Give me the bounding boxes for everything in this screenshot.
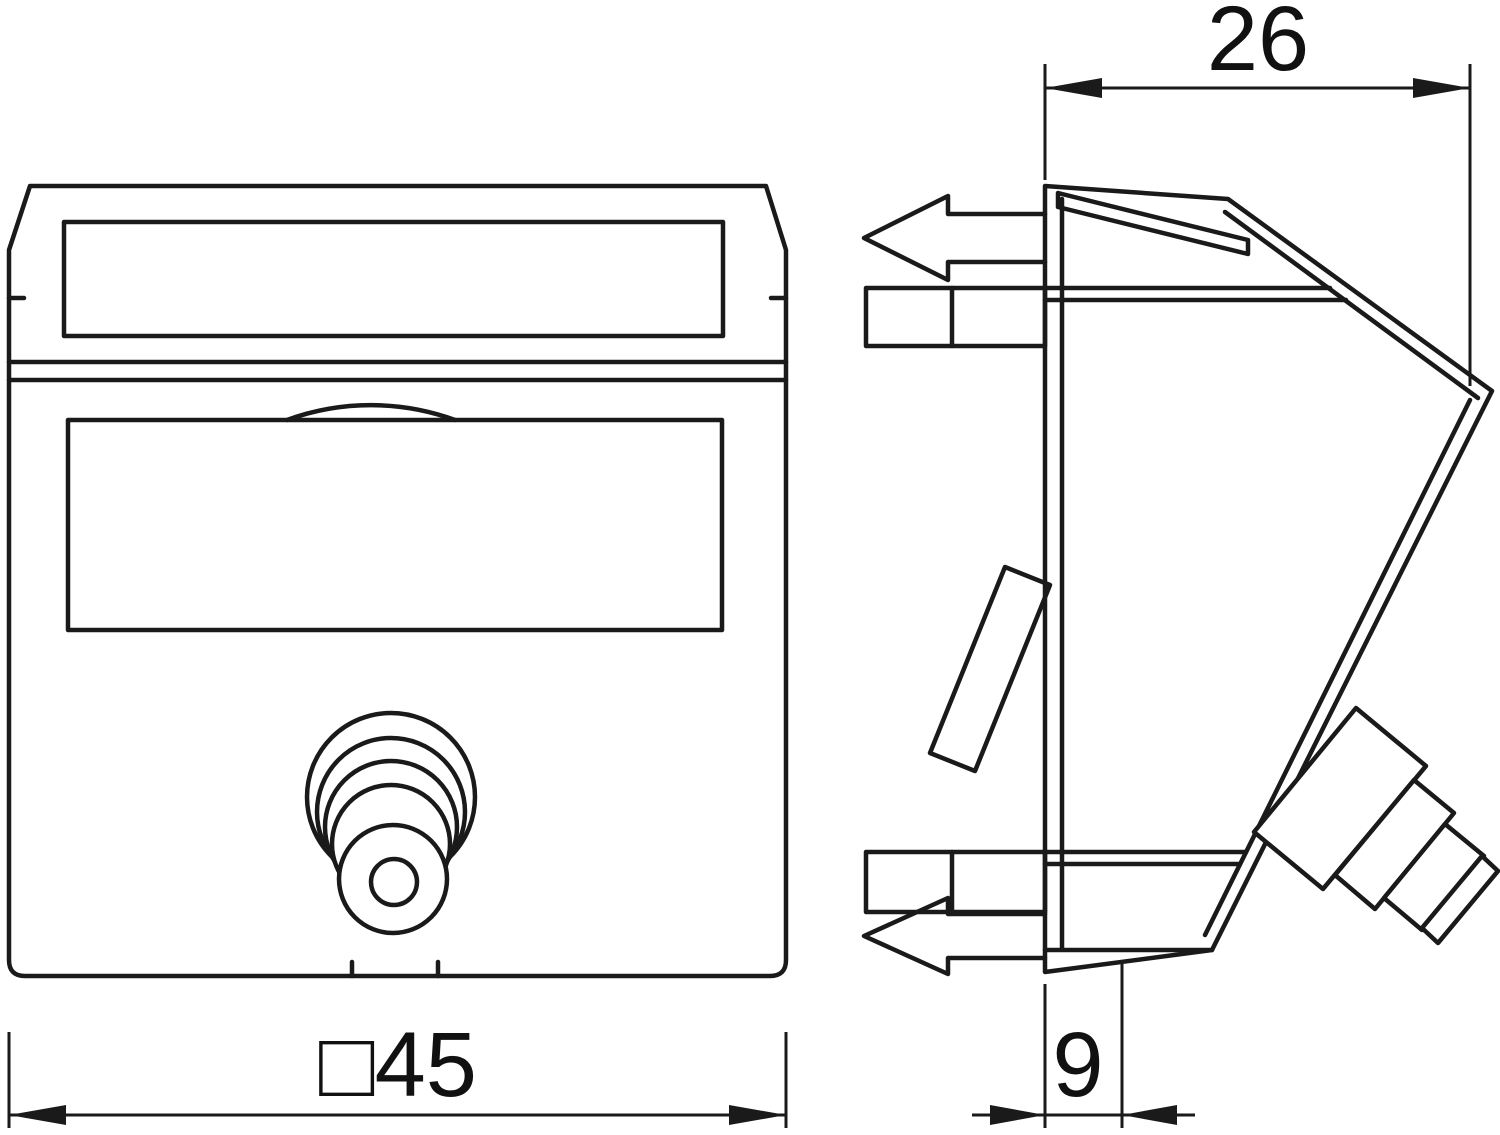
faceplate-outline xyxy=(6,183,789,979)
dimension-label-front-size: □45 xyxy=(319,1014,477,1116)
arrowhead-right xyxy=(1122,1105,1177,1125)
module-window xyxy=(65,417,725,633)
arrowhead-right xyxy=(1413,78,1470,98)
dimension-front-size: □45 xyxy=(7,1014,788,1128)
barrel-end-cap xyxy=(1419,853,1500,946)
top-mounting-tab xyxy=(863,285,1048,349)
arrowhead-left xyxy=(990,1105,1045,1125)
barrel-segment-2 xyxy=(1332,777,1457,912)
arrowhead-left xyxy=(1045,78,1102,98)
bottom-claw xyxy=(861,895,1048,977)
side-view: 26 9 xyxy=(861,0,1500,1128)
finger-notch-arc xyxy=(284,402,458,423)
arrowhead-right xyxy=(729,1105,786,1125)
dimension-mount-depth: 9 xyxy=(972,962,1195,1128)
side-profile-outline xyxy=(1042,183,1495,975)
front-view: □45 xyxy=(6,183,789,1128)
lateral-fixing-lug xyxy=(927,564,1053,774)
dimension-label-mount-depth: 9 xyxy=(1052,1014,1103,1116)
dimension-label-total-depth: 26 xyxy=(1207,0,1309,90)
top-claw xyxy=(861,193,1048,283)
coax-socket-front xyxy=(304,710,478,936)
label-window-edge xyxy=(1055,190,1251,257)
top-face-inner-line xyxy=(1222,209,1481,401)
socket-bore xyxy=(368,856,420,908)
coax-socket-side xyxy=(1251,705,1500,946)
dimension-total-depth: 26 xyxy=(1043,0,1472,386)
angled-face-inner-line xyxy=(1202,397,1473,938)
bottom-mounting-tab xyxy=(863,849,1048,915)
arrowhead-left xyxy=(9,1105,66,1125)
barrel-segment-1 xyxy=(1251,705,1429,892)
label-window xyxy=(61,219,726,339)
